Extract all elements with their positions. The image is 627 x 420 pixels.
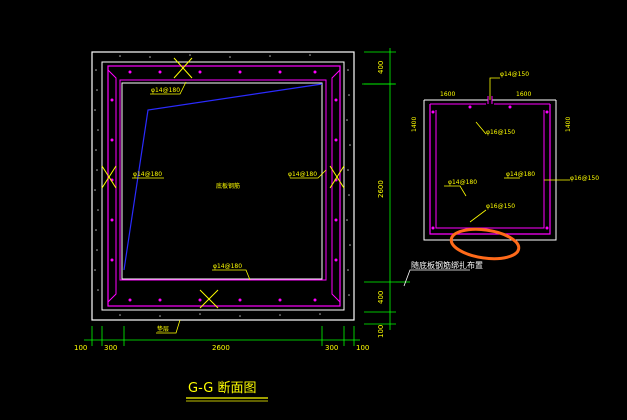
dim-bottom-0: 100 — [74, 344, 87, 352]
detail-side-left-dim: 1400 — [411, 117, 418, 132]
main-section: φ14@180 φ14@180 φ14@180 φ14@180 底板钢筋 垫层 — [91, 51, 355, 334]
dim-bottom-3: 300 — [325, 344, 338, 352]
detail-rebar-bottom: φ16@150 — [486, 203, 515, 210]
dimension-lines — [84, 48, 410, 346]
inner-wall — [101, 61, 345, 311]
dim-right-0: 400 — [377, 61, 385, 74]
rebar-outer-cage — [107, 65, 341, 307]
main-rebar-left-label: φ14@180 — [133, 171, 162, 178]
detail-rebar-mid: φ16@150 — [486, 129, 515, 136]
detail-top-right-dim: 1600 — [516, 91, 531, 98]
detail-rebar-right-outer: φ16@150 — [570, 175, 599, 182]
dim-right-3: 100 — [377, 325, 385, 338]
rebar-inner-cage — [119, 79, 327, 281]
dim-bottom-1: 300 — [104, 344, 117, 352]
detail-side-right-dim: 1400 — [565, 117, 572, 132]
detail-section: φ14@150 1600 1600 1400 1400 φ16@150 φ14@… — [403, 71, 599, 287]
markup-circle[interactable] — [449, 225, 521, 262]
outer-wall — [91, 51, 355, 321]
detail-top-callout: φ14@150 — [500, 71, 529, 78]
detail-top-left-dim: 1600 — [440, 91, 455, 98]
diagonal-line — [123, 83, 323, 271]
drawing-title: G-G 断面图 — [188, 381, 256, 396]
inner-boundary — [121, 82, 323, 280]
main-rebar-bottom-label: φ14@180 — [213, 263, 242, 270]
main-rebar-top-label: φ14@180 — [151, 87, 180, 94]
dim-right-1: 2600 — [377, 180, 385, 198]
main-rebar-right-label: φ14@180 — [288, 171, 317, 178]
detail-note: 随底板钢筋绑扎布置 — [411, 260, 483, 270]
dim-right-2: 400 — [377, 291, 385, 304]
detail-outer-frame — [423, 100, 557, 241]
dim-bottom-4: 100 — [356, 344, 369, 352]
rebar-dots — [110, 70, 338, 302]
detail-rebar-right-inner: φ14@180 — [506, 171, 535, 178]
bottom-tag: 垫层 — [157, 325, 169, 333]
center-label: 底板钢筋 — [216, 182, 240, 190]
break-markers — [101, 57, 345, 309]
detail-rebar-left: φ14@180 — [448, 179, 477, 186]
dim-bottom-2: 2600 — [212, 344, 230, 352]
concrete-hatch — [94, 54, 351, 317]
